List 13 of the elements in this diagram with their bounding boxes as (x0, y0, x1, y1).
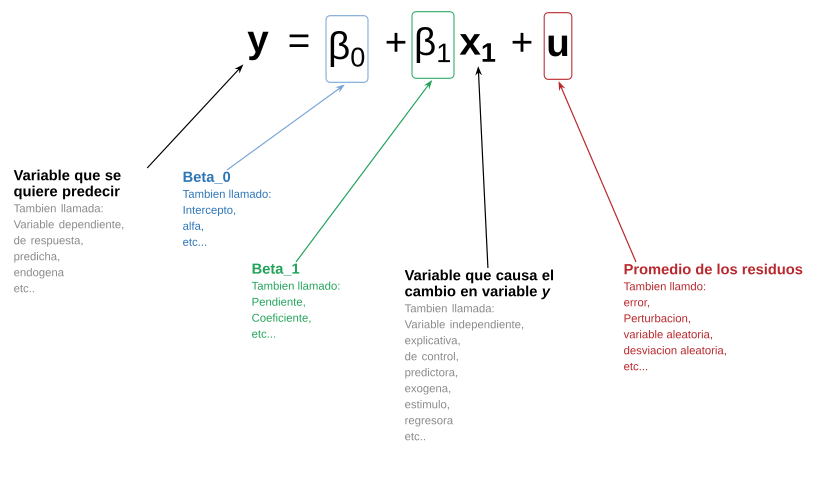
term-box: β$_{0}$ (326, 15, 369, 83)
term-box: u (544, 12, 572, 80)
term-box: β$_{1}$ (411, 11, 455, 79)
annotation-text: Beta_1 Tambien llamado: Pendiente, Coeficiente, etc... (252, 264, 340, 338)
operator-sign: + (386, 32, 406, 52)
annotation-text: Promedio de los residuos Tambien llamdo: error, Perturbacion, variable aleatoria, desviacion aleatoria, etc... (624, 264, 802, 370)
annotation-text: Beta_0 Tambien llamado: Intercepto, alfa, etc... (182, 172, 270, 246)
operator-sign: + (512, 32, 532, 52)
equation-term: y (248, 32, 269, 60)
annotation-text: Variable que causa el cambio en variable y Tambien llamada: Variable independiente, explicativa, de control, predictora, exogena, estimulo, regresora etc.. (404, 270, 554, 440)
operator-sign: = (290, 34, 308, 47)
equation-term: x$_{1}$ (460, 34, 496, 62)
annotation-text: Variable que se quiere predecir Tambien llamada: Variable dependiente, de respuesta, predicha, endogena etc.. (14, 170, 124, 292)
